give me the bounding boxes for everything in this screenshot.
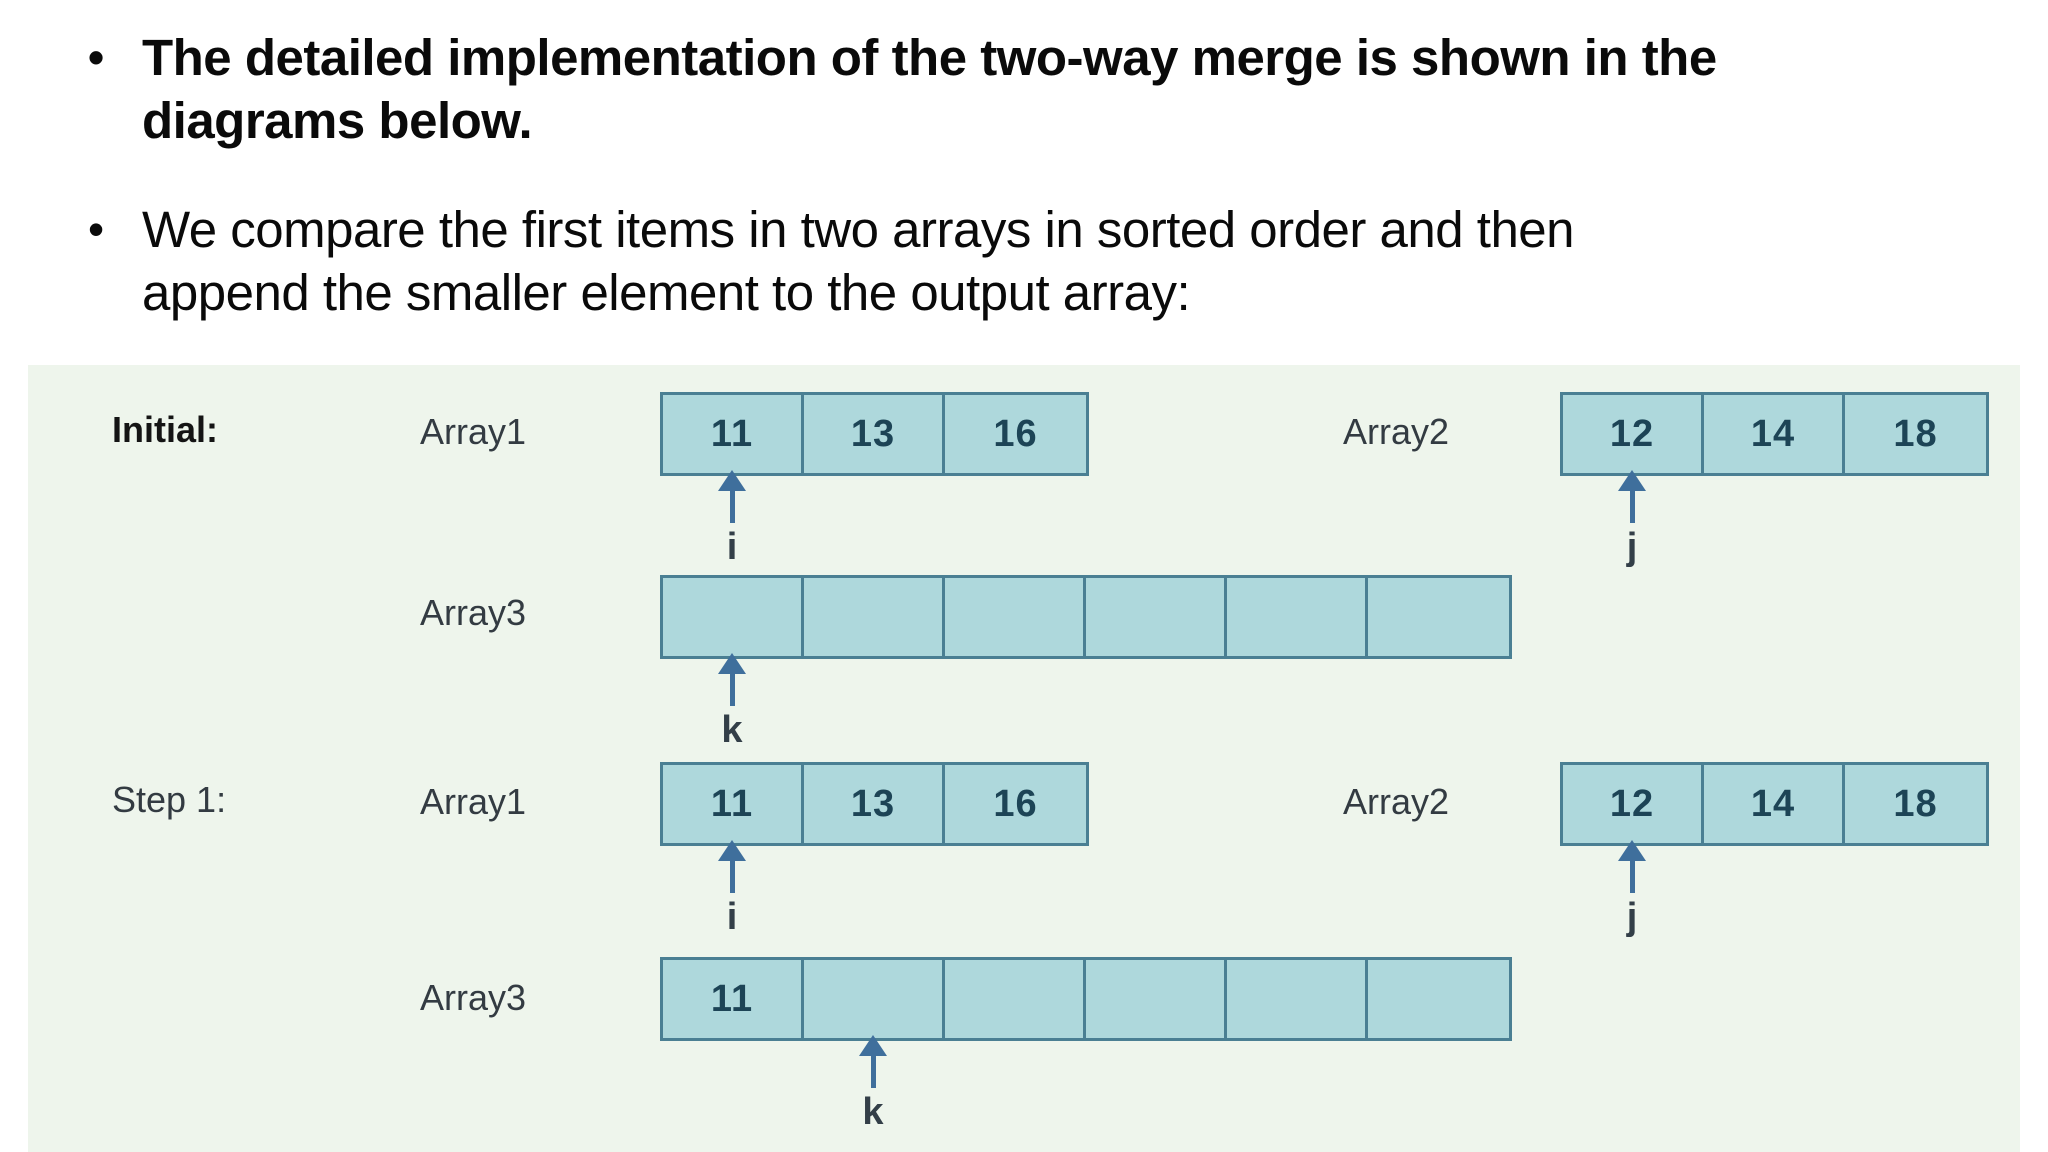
array-cell [1368,578,1509,656]
array-cell [945,578,1086,656]
pointer-label-i: i [726,526,738,568]
array-cell: 11 [663,960,804,1038]
pointer-j: j [1610,470,1654,567]
array3-label: Array3 [420,977,527,1018]
array-cell: 11 [663,765,804,843]
arrow-stem [1629,491,1635,523]
arrow-up-icon [718,840,746,861]
arrow-stem [729,491,735,523]
cell-value: 14 [1750,782,1796,825]
bullet-list: • The detailed implementation of the two… [88,26,1968,370]
array-cell: 14 [1704,395,1845,473]
array3-label: Array3 [420,592,527,633]
array-cell [1227,578,1368,656]
arrow-up-icon [718,653,746,674]
array-cell: 18 [1845,395,1986,473]
bullet-text: We compare the first items in two arrays… [142,198,1575,324]
array-cell: 12 [1563,765,1704,843]
arrow-up-icon [1618,840,1646,861]
pointer-k: k [710,653,754,750]
pointer-label-i: i [726,896,738,938]
cell-value: 14 [1750,412,1796,455]
section-label-initial: Initial: [112,409,218,450]
cell-value: 12 [1609,412,1655,455]
bullet-item: • We compare the first items in two arra… [88,198,1968,324]
cell-value: 13 [850,412,896,455]
pointer-label-k: k [721,709,743,751]
pointer-i: i [710,470,754,567]
array-cell: 14 [1704,765,1845,843]
array2-label: Array2 [1343,411,1450,452]
array-cell: 16 [945,765,1086,843]
bullet-icon: • [88,31,105,83]
array-cell [1227,960,1368,1038]
bullet-line: append the smaller element to the output… [142,264,1191,321]
cell-value: 12 [1609,782,1655,825]
arrow-stem [729,674,735,706]
array-cell: 16 [945,395,1086,473]
cell-value: 11 [710,412,754,455]
array-cell [1086,960,1227,1038]
array-cell [1368,960,1509,1038]
bullet-line: The detailed implementation of the two-w… [142,29,1717,86]
pointer-label-j: j [1626,896,1638,938]
cell-value: 18 [1893,782,1938,825]
array2-cells-initial: 12 14 18 [1560,392,1989,476]
array1-cells-step1: 11 13 16 [660,762,1089,846]
arrow-stem [729,861,735,893]
array1-label: Array1 [420,781,527,822]
array2-label: Array2 [1343,781,1450,822]
array-cell: 13 [804,765,945,843]
pointer-label-k: k [862,1091,884,1133]
cell-value: 11 [710,782,754,825]
cell-value: 11 [710,977,754,1020]
arrow-stem [1629,861,1635,893]
bullet-icon: • [88,203,105,255]
pointer-label-j: j [1626,526,1638,568]
pointer-k: k [851,1035,895,1132]
arrow-up-icon [859,1035,887,1056]
array-cell: 11 [663,395,804,473]
bullet-line: We compare the first items in two arrays… [142,201,1575,258]
array-cell [945,960,1086,1038]
arrow-up-icon [1618,470,1646,491]
cell-value: 18 [1893,412,1938,455]
arrow-up-icon [718,470,746,491]
bullet-item: • The detailed implementation of the two… [88,26,1968,152]
array-cell [804,960,945,1038]
bullet-line: diagrams below. [142,92,533,149]
cell-value: 16 [993,782,1038,825]
cell-value: 16 [993,412,1038,455]
pointer-j: j [1610,840,1654,937]
array1-label: Array1 [420,411,527,452]
array-cell: 13 [804,395,945,473]
section-label-step1: Step 1: [112,779,227,820]
array-cell [804,578,945,656]
array-cell [663,578,804,656]
arrow-stem [870,1056,876,1088]
array3-cells-initial [660,575,1512,659]
array2-cells-step1: 12 14 18 [1560,762,1989,846]
array-cell: 18 [1845,765,1986,843]
merge-diagram-panel: Initial: Array1 11 13 16 Array2 12 14 18… [28,365,2020,1152]
array-cell: 12 [1563,395,1704,473]
cell-value: 13 [850,782,896,825]
pointer-i: i [710,840,754,937]
array1-cells-initial: 11 13 16 [660,392,1089,476]
array-cell [1086,578,1227,656]
array3-cells-step1: 11 [660,957,1512,1041]
bullet-text: The detailed implementation of the two-w… [142,26,1717,152]
